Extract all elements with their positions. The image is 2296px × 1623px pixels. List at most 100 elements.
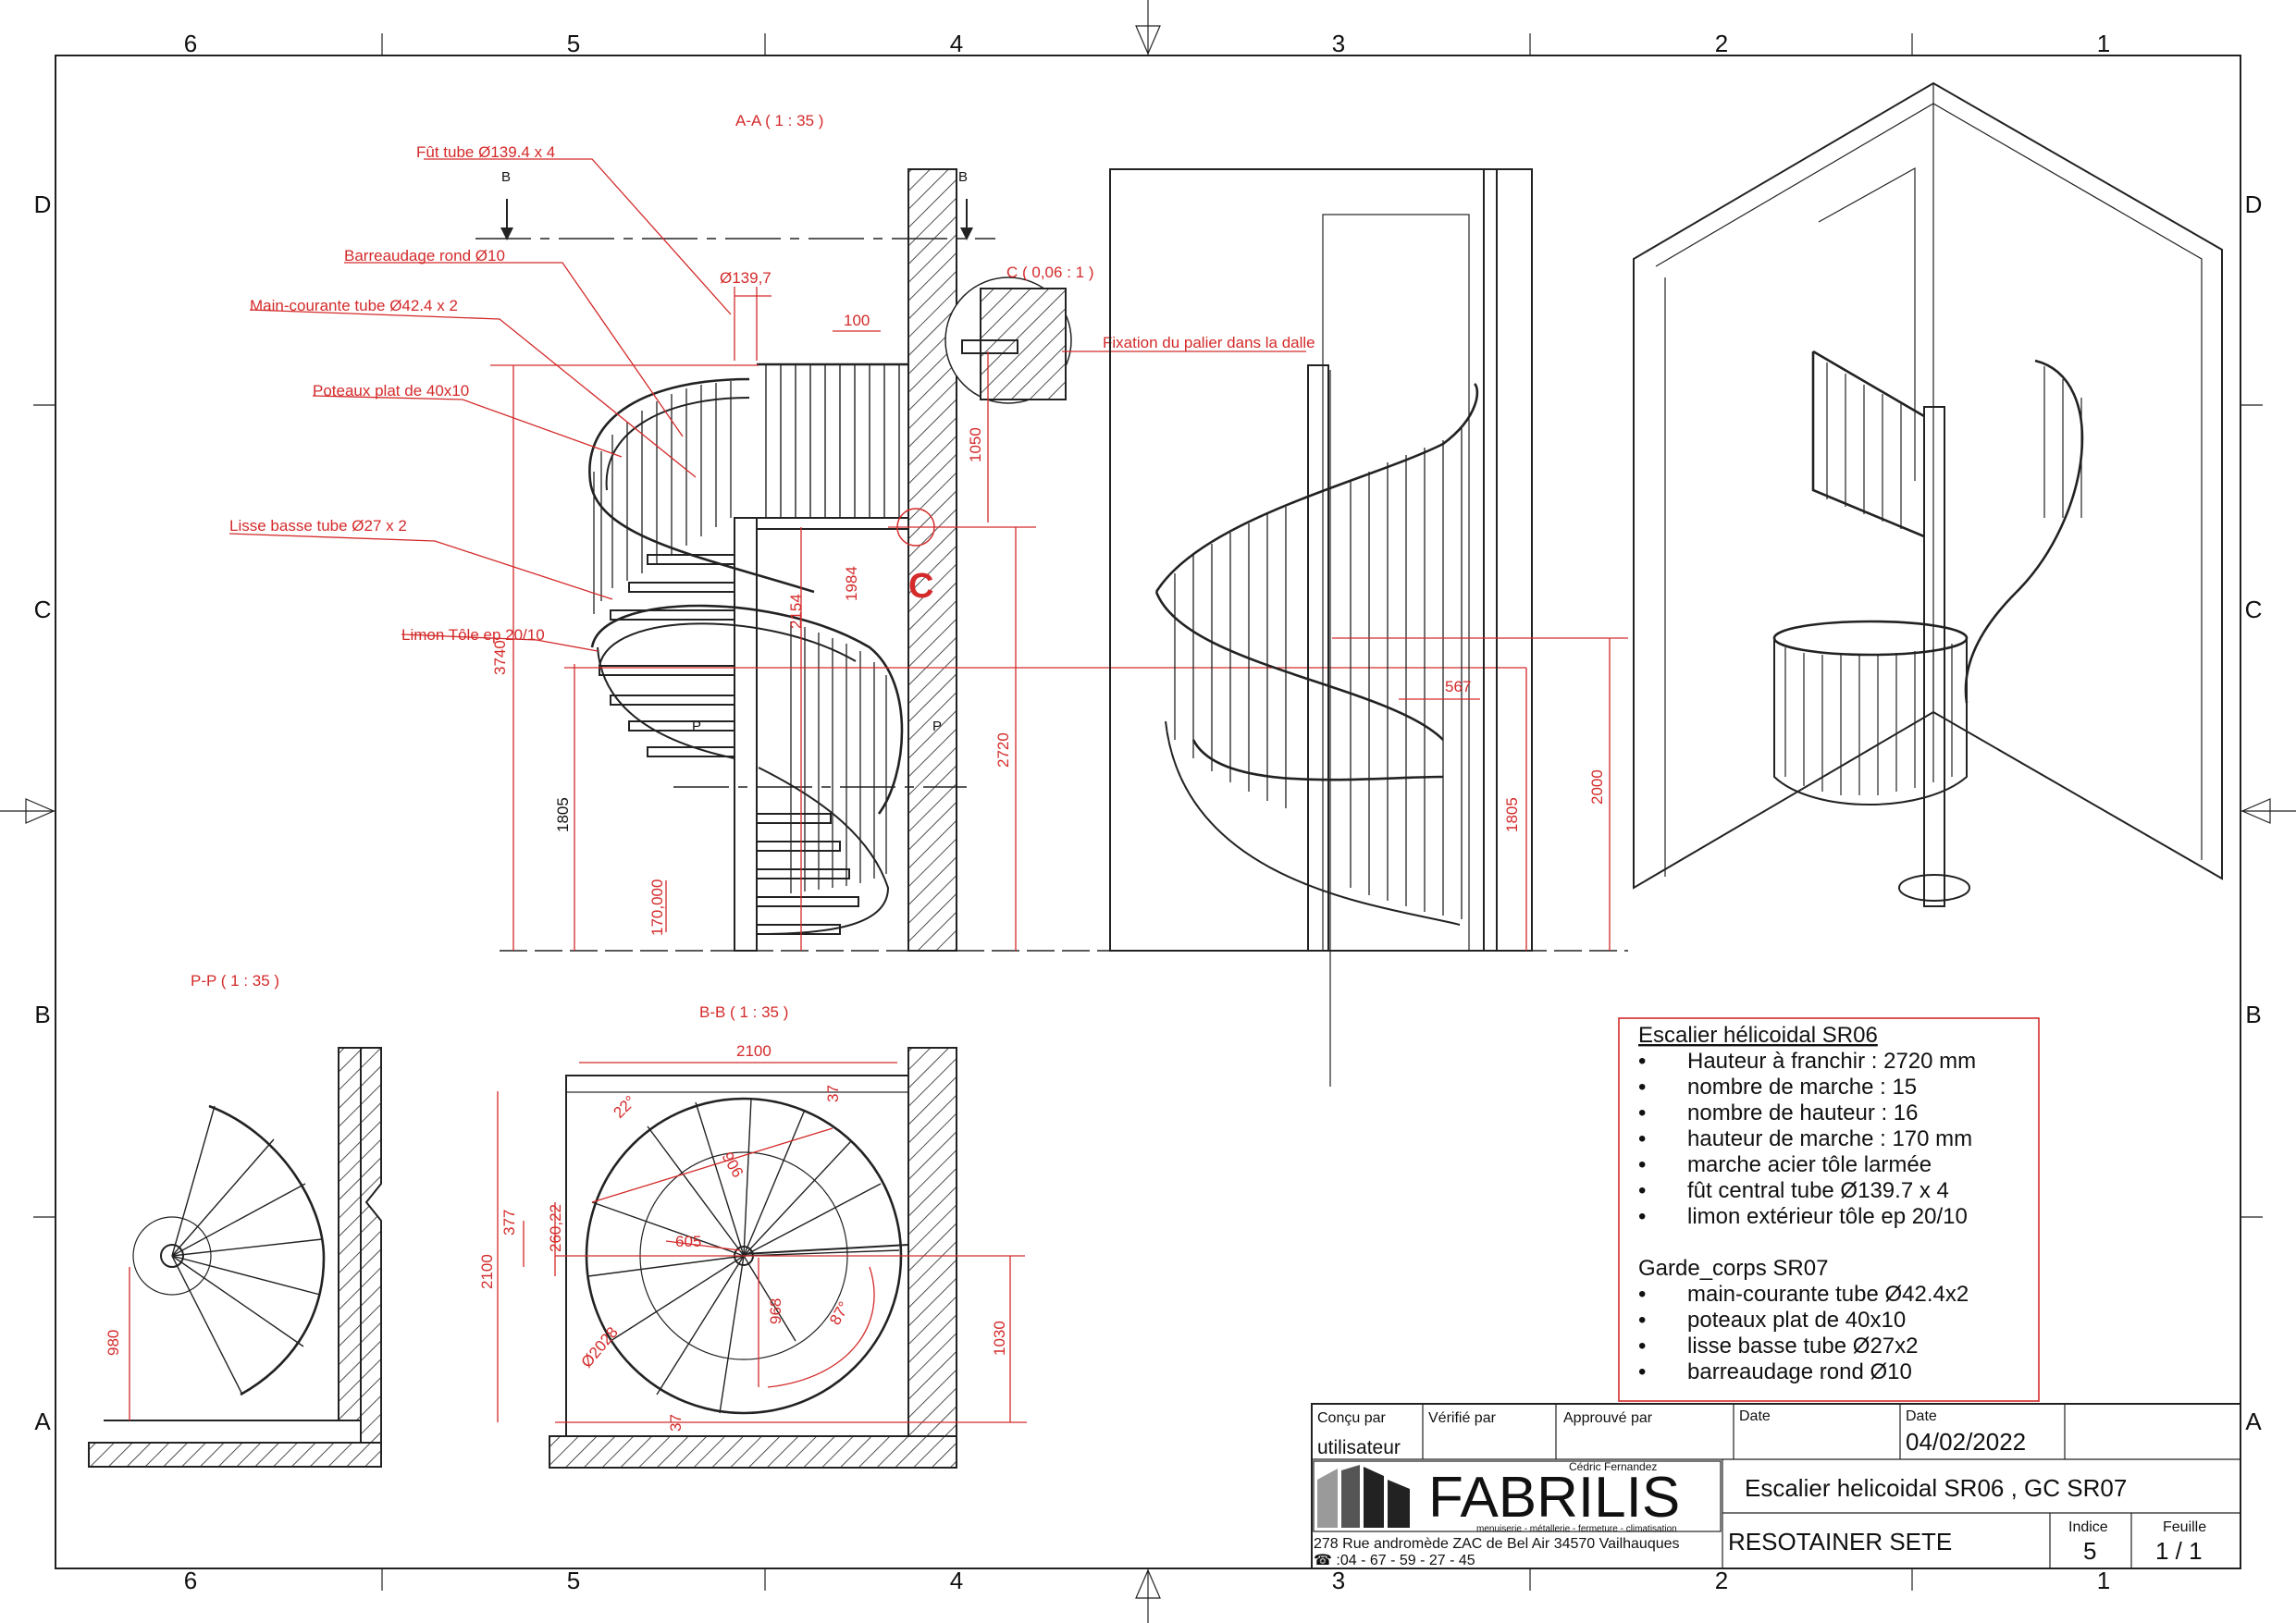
company-top-name: Cédric Fernandez (1569, 1460, 1657, 1473)
dim-2100v: 2100 (478, 1254, 496, 1289)
bb-dimension-lines (497, 1062, 1027, 1423)
dim-567: 567 (1445, 678, 1471, 695)
dim-968: 968 (767, 1298, 784, 1324)
spec-item-1-2: nombre de hauteur : 16 (1687, 1100, 1919, 1125)
dim-37a: 37 (824, 1085, 842, 1102)
spec-title-1: Escalier hélicoidal SR06 (1638, 1023, 1878, 1048)
side-balusters (1174, 425, 1463, 919)
detail-c-marker: C (908, 567, 933, 606)
callout-fut: Fût tube Ø139.4 x 4 (416, 143, 555, 161)
detail-c-label: C ( 0,06 : 1 ) (1006, 264, 1093, 281)
spec-item-1-1: nombre de marche : 15 (1687, 1075, 1917, 1100)
lower-balusters (790, 621, 887, 893)
spec-bullet-2-0: • (1638, 1282, 1646, 1307)
dim-170: 170,000 (648, 879, 666, 936)
zone-row-left-b: B (34, 1001, 50, 1028)
tb-date-label-1: Date (1739, 1408, 1771, 1424)
dim-1050: 1050 (967, 427, 984, 462)
section-pp-view: P-P ( 1 : 35 ) 980 (88, 972, 382, 1468)
zone-col-bot-4: 4 (950, 1567, 963, 1594)
dim-2100h: 2100 (736, 1042, 772, 1060)
dim-377: 377 (500, 1210, 518, 1236)
zone-col-bot-1: 1 (2097, 1567, 2110, 1594)
section-bb-view: B-B ( 1 : 35 ) (478, 1003, 1027, 1469)
company-tagline: menuiserie - métallerie - fermeture - cl… (1476, 1524, 1677, 1534)
dim-260: 260,22 (547, 1204, 564, 1252)
dim-22: 22° (610, 1092, 639, 1122)
spec-title-2: Garde_corps SR07 (1638, 1256, 1828, 1281)
zone-col-bot-3: 3 (1332, 1567, 1345, 1594)
tb-indice-label: Indice (2068, 1519, 2108, 1535)
dim-1030: 1030 (991, 1321, 1008, 1356)
zone-row-left-d: D (34, 191, 52, 218)
section-pp-label: P-P ( 1 : 35 ) (191, 972, 279, 990)
spec-item-1-6: limon extérieur tôle ep 20/10 (1687, 1204, 1968, 1229)
side-elevation-view: 567 1805 2000 (1109, 168, 1628, 1087)
zone-labels: 6 5 4 3 2 1 6 5 4 3 2 1 D C B A D C B A (34, 30, 2263, 1594)
callout-lisse: Lisse basse tube Ø27 x 2 (229, 517, 407, 535)
dim-980: 980 (105, 1330, 122, 1356)
zone-row-right-a: A (2245, 1408, 2262, 1435)
lower-handrail (590, 604, 904, 815)
upper-handrail (588, 377, 815, 594)
section-aa-label: A-A ( 1 : 35 ) (735, 112, 823, 129)
callout-fixation: Fixation du palier dans la dalle (1103, 334, 1315, 351)
dim-2000: 2000 (1588, 769, 1606, 805)
wall-section (907, 168, 957, 952)
side-dimension-lines (1332, 637, 1628, 951)
zone-row-left-c: C (34, 596, 52, 623)
zone-col-top-3: 3 (1332, 30, 1345, 57)
callout-leaders (228, 158, 1306, 652)
spec-item-2-3: barreaudage rond Ø10 (1687, 1359, 1912, 1384)
specification-box: Escalier hélicoidal SR06 • Hauteur à fra… (1618, 1017, 2040, 1402)
company-phone: ☎ :04 - 67 - 59 - 27 - 45 (1314, 1553, 1475, 1568)
dim-906: 906 (719, 1150, 747, 1181)
zone-row-right-d: D (2245, 191, 2263, 218)
spec-item-1-5: fût central tube Ø139.7 x 4 (1687, 1178, 1949, 1203)
spec-bullet-2-2: • (1638, 1334, 1646, 1359)
spec-bullet-1-2: • (1638, 1100, 1646, 1125)
spec-item-1-3: hauteur de marche : 170 mm (1687, 1126, 1972, 1151)
section-bb-label: B-B ( 1 : 35 ) (699, 1003, 788, 1021)
zone-row-right-c: C (2245, 596, 2263, 623)
drawing-title: Escalier helicoidal SR06 , GC SR07 (1745, 1474, 2127, 1502)
tb-concu-label: Conçu par (1317, 1410, 1386, 1426)
post-2 (1307, 364, 1329, 952)
iso-post (1923, 406, 1945, 907)
zone-col-top-5: 5 (567, 30, 580, 57)
callout-limon: Limon Tôle ep 20/10 (401, 626, 545, 644)
tb-feuille-label: Feuille (2163, 1519, 2206, 1535)
central-post (734, 517, 758, 952)
tb-concu-value: utilisateur (1317, 1437, 1401, 1458)
cut-b-label-left: B (501, 169, 511, 185)
stringer (597, 646, 735, 759)
zone-row-right-b: B (2245, 1001, 2261, 1028)
company-logo: Cédric Fernandez FABRILIS menuiserie - m… (1313, 1460, 1722, 1534)
spec-bullet-2-1: • (1638, 1308, 1646, 1333)
cut-p-label-right: P (932, 719, 942, 734)
iso-balusters (1784, 363, 2082, 795)
dim-605: 605 (675, 1233, 701, 1250)
dimension-lines (490, 287, 1526, 951)
spec-item-2-0: main-courante tube Ø42.4x2 (1687, 1282, 1969, 1307)
callout-main-courante: Main-courante tube Ø42.4 x 2 (250, 297, 458, 314)
zone-col-top-1: 1 (2097, 30, 2110, 57)
zone-col-bot-2: 2 (1715, 1567, 1728, 1594)
spec-item-2-2: lisse basse tube Ø27x2 (1687, 1334, 1918, 1359)
zone-col-bot-6: 6 (184, 1567, 197, 1594)
tb-approuve-label: Approuvé par (1563, 1410, 1653, 1426)
pp-treads (171, 1105, 323, 1396)
isometric-view (1633, 81, 2223, 907)
landing (756, 517, 909, 530)
cut-p-label-left: P (692, 719, 701, 734)
dim-87: 87° (826, 1298, 853, 1328)
tb-indice-value: 5 (2083, 1537, 2096, 1565)
project-name: RESOTAINER SETE (1728, 1528, 1952, 1555)
dim-37b: 37 (667, 1414, 685, 1432)
dim-1984: 1984 (843, 566, 860, 601)
company-address: 278 Rue andromède ZAC de Bel Air 34570 V… (1314, 1536, 1680, 1552)
bb-treads (587, 1098, 900, 1414)
tb-verifie-label: Vérifié par (1428, 1410, 1497, 1426)
spec-bullet-1-1: • (1638, 1075, 1646, 1100)
